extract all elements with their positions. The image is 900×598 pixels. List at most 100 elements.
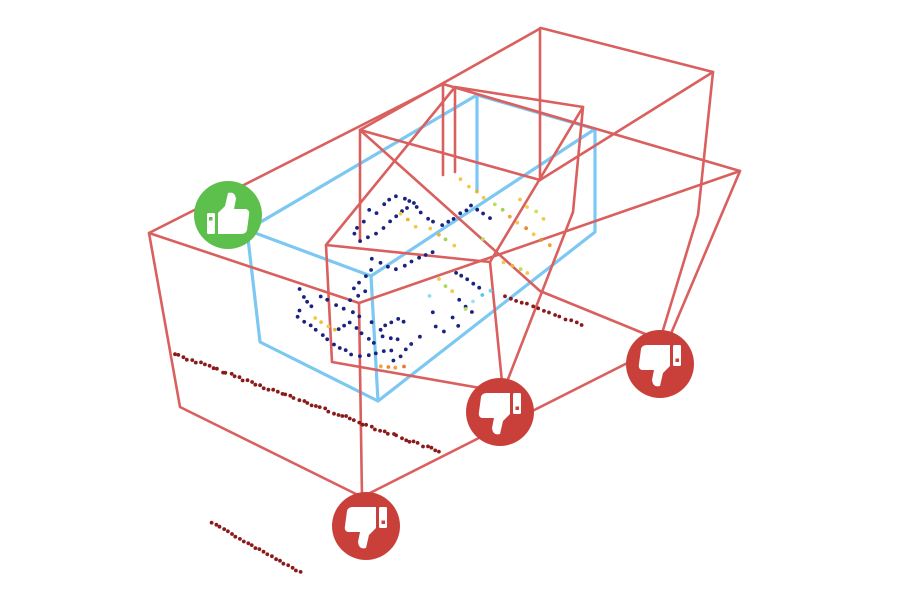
lidar-point: [579, 323, 584, 327]
lidar-point: [563, 317, 568, 322]
lidar-point: [413, 224, 418, 229]
lidar-point: [233, 534, 238, 539]
negative-badge-bottom: [332, 492, 400, 560]
lidar-point: [454, 271, 458, 275]
lidar-point: [347, 416, 352, 421]
lidar-point: [398, 211, 403, 216]
lidar-point: [215, 366, 219, 371]
lidar-point: [458, 177, 463, 182]
lidar-point: [358, 239, 362, 244]
lidar-point: [553, 313, 557, 317]
lidar-point: [437, 449, 441, 454]
lidar-point: [433, 324, 438, 329]
lidar-point: [326, 409, 331, 414]
lidar-point: [503, 294, 507, 299]
lidar-point: [283, 392, 288, 397]
lidar-point: [363, 289, 368, 294]
lidar-point: [246, 541, 251, 546]
lidar-point: [349, 352, 353, 357]
thumbs-up-icon: [207, 192, 250, 234]
thumbs-down-icon: [478, 393, 521, 435]
lidar-point: [458, 211, 463, 216]
negative-badge-right: [626, 330, 694, 398]
lidar-point: [525, 271, 530, 275]
lidar-point: [378, 364, 383, 369]
lidar-point: [456, 324, 461, 328]
lidar-point: [394, 214, 399, 219]
lidar-point: [358, 354, 362, 358]
lidar-point: [211, 366, 216, 371]
lidar-point: [509, 296, 513, 301]
lidar-point: [336, 327, 341, 331]
lidar-point: [569, 318, 574, 323]
lidar-point: [302, 319, 307, 324]
lidar-point: [402, 263, 407, 268]
lidar-point: [373, 351, 378, 356]
lidar-point: [477, 285, 482, 290]
lidar-point: [443, 237, 448, 242]
lidar-point: [428, 226, 433, 231]
lidar-point: [176, 353, 181, 357]
lidar-point: [524, 226, 528, 231]
lidar-point: [294, 568, 298, 573]
lidar-point: [207, 363, 212, 368]
lidar-point: [475, 207, 480, 212]
lidar-point: [457, 297, 462, 302]
lidar-point: [369, 268, 373, 272]
lidar-point: [351, 418, 356, 422]
lidar-point: [351, 310, 355, 315]
lidar-point: [258, 383, 262, 388]
lidar-point: [314, 404, 318, 408]
lidar-point: [433, 448, 438, 453]
lidar-point: [470, 310, 474, 314]
lidar-point: [352, 286, 356, 291]
lidar-point: [407, 439, 412, 444]
lidar-point: [388, 336, 393, 341]
lidar-point: [369, 256, 374, 261]
lidar-point: [332, 411, 336, 416]
lidar-point: [317, 405, 322, 409]
lidar-point: [429, 445, 434, 450]
lidar-point: [238, 537, 242, 541]
lidar-point: [364, 422, 368, 427]
lidar-point: [412, 201, 416, 205]
lidar-point: [402, 364, 406, 369]
lidar-point: [323, 406, 328, 411]
lidar-point: [302, 295, 306, 299]
lidar-point: [222, 527, 227, 531]
lidar-point: [369, 424, 374, 429]
lidar-point: [401, 319, 406, 324]
lidar-point: [291, 396, 296, 400]
lidar-point: [352, 231, 357, 236]
lidar-point: [288, 393, 293, 398]
lidar-point: [356, 293, 361, 298]
lidar-point: [309, 304, 314, 309]
lidar-point: [250, 380, 255, 384]
lidar-point: [459, 273, 464, 278]
lidar-point: [374, 231, 378, 236]
lidar-point: [265, 552, 270, 557]
lidar-point: [386, 365, 391, 369]
lidar-point: [354, 326, 359, 330]
lidar-point: [369, 320, 374, 325]
positive-badge: [194, 181, 262, 249]
lidar-point: [190, 358, 195, 362]
lidar-point: [261, 549, 266, 554]
lidar-point: [480, 293, 485, 297]
lidar-point: [411, 439, 416, 444]
lidar-point: [357, 420, 362, 425]
lidar-point: [295, 314, 300, 319]
lidar-point: [209, 520, 214, 525]
lidar-point: [418, 210, 423, 215]
lidar-point: [308, 323, 313, 328]
lidar-point: [547, 243, 552, 248]
lidar-point: [214, 522, 219, 527]
lidar-point: [488, 216, 492, 221]
lidar-point: [305, 401, 310, 405]
lidar-point: [536, 306, 541, 311]
lidar-point: [388, 219, 392, 224]
lidar-point: [275, 389, 280, 394]
lidar-point: [391, 358, 396, 363]
lidar-point: [343, 348, 348, 352]
lidar-point: [313, 327, 318, 332]
